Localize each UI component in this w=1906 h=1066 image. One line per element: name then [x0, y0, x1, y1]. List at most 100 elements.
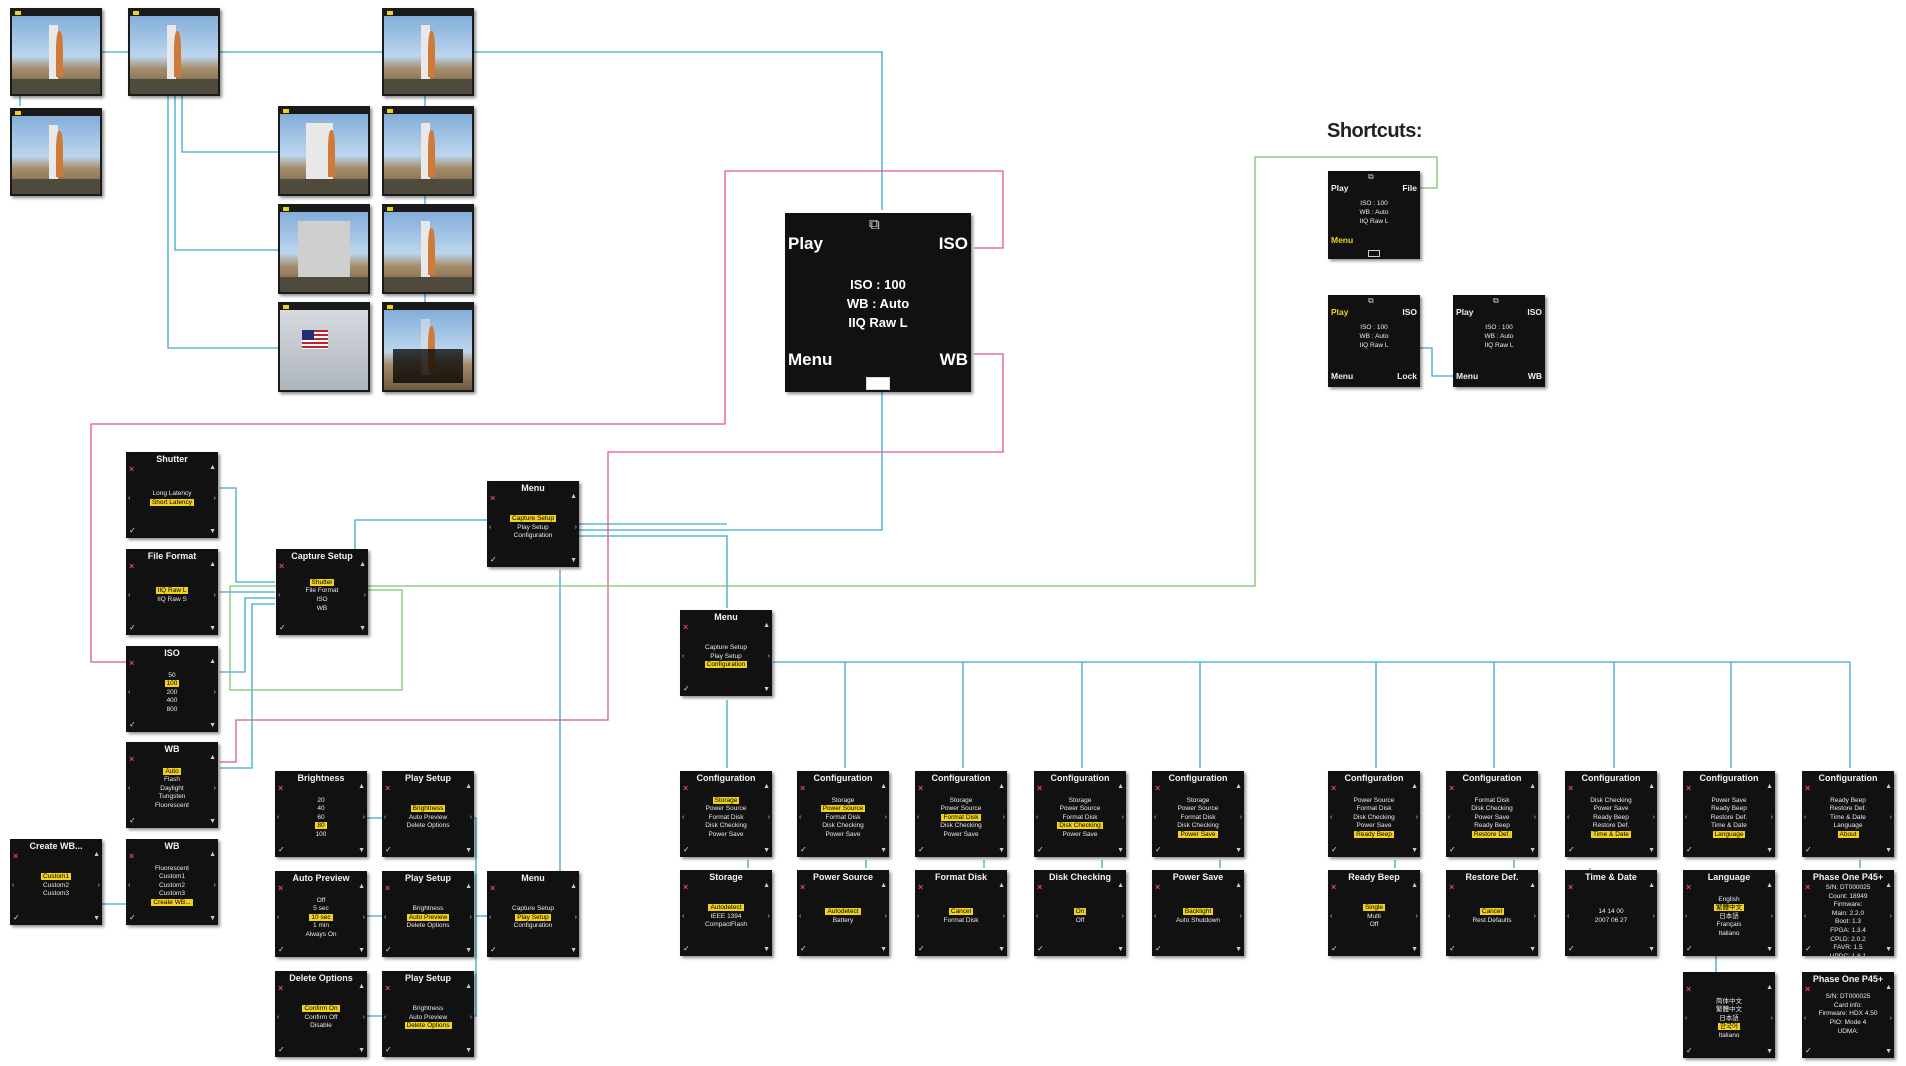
menu-item[interactable]: 200 — [132, 689, 212, 698]
menu-item[interactable]: Backlight — [1158, 908, 1238, 917]
forward-icon[interactable]: › — [1534, 913, 1536, 920]
forward-icon[interactable]: › — [470, 1014, 472, 1021]
forward-icon[interactable]: › — [1416, 913, 1418, 920]
menu-item[interactable]: Delete Options — [388, 922, 468, 931]
forward-icon[interactable]: › — [214, 592, 216, 599]
scroll-up-icon[interactable]: ▲ — [1235, 882, 1242, 889]
menu-item[interactable]: 繁體中文 — [1689, 904, 1769, 913]
menu-item[interactable]: About — [1808, 831, 1888, 840]
menu-item[interactable]: Format Disk — [1040, 814, 1120, 823]
menu-item[interactable]: Delete Options — [388, 822, 468, 831]
scroll-down-icon[interactable]: ▼ — [1766, 946, 1773, 953]
menu-item[interactable]: 5 sec — [281, 905, 361, 914]
menu-item[interactable]: 400 — [132, 697, 212, 706]
menu-softkey[interactable]: Menu — [788, 350, 832, 370]
photo-thumbnail-9[interactable] — [278, 302, 370, 392]
cancel-icon[interactable]: × — [385, 783, 390, 793]
confirm-icon[interactable]: ✓ — [129, 720, 136, 729]
menu-item[interactable]: Card info: — [1808, 1002, 1888, 1011]
menu-softkey[interactable]: Menu — [1456, 371, 1478, 381]
cancel-icon[interactable]: × — [385, 883, 390, 893]
confirm-icon[interactable]: ✓ — [1568, 944, 1575, 953]
confirm-icon[interactable]: ✓ — [385, 845, 392, 854]
forward-icon[interactable]: › — [214, 689, 216, 696]
menu-item[interactable]: IIQ Raw L — [132, 587, 212, 596]
scroll-down-icon[interactable]: ▼ — [465, 947, 472, 954]
cancel-icon[interactable]: × — [1449, 882, 1454, 892]
menu-item[interactable]: Configuration — [493, 532, 573, 541]
cancel-icon[interactable]: × — [1686, 783, 1691, 793]
scroll-down-icon[interactable]: ▼ — [763, 946, 770, 953]
menu-item[interactable]: On — [1040, 908, 1120, 917]
back-icon[interactable]: ‹ — [128, 785, 130, 792]
menu-item[interactable]: Fluorescent — [132, 802, 212, 811]
menu-item[interactable]: 한국어 — [1689, 1023, 1769, 1032]
cancel-icon[interactable]: × — [1037, 783, 1042, 793]
back-icon[interactable]: ‹ — [917, 814, 919, 821]
scroll-up-icon[interactable]: ▲ — [358, 783, 365, 790]
menu-item[interactable]: Create WB... — [132, 899, 212, 908]
scroll-down-icon[interactable]: ▼ — [359, 625, 366, 632]
forward-icon[interactable]: › — [470, 914, 472, 921]
forward-icon[interactable]: › — [1122, 913, 1124, 920]
menu-item[interactable]: Multi — [1334, 913, 1414, 922]
scroll-up-icon[interactable]: ▲ — [1117, 882, 1124, 889]
menu-item[interactable]: 40 — [281, 805, 361, 814]
menu-item[interactable]: FPGA: 1.3.4 — [1808, 927, 1888, 936]
menu-item[interactable]: Custom3 — [132, 890, 212, 899]
menu-item[interactable]: Battery — [803, 917, 883, 926]
cancel-icon[interactable]: × — [1568, 882, 1573, 892]
menu-item[interactable]: 100 — [132, 680, 212, 689]
menu-item[interactable]: S/N: DT000025 — [1808, 993, 1888, 1002]
back-icon[interactable]: ‹ — [384, 1014, 386, 1021]
menu-item[interactable]: Custom1 — [16, 873, 96, 882]
back-icon[interactable]: ‹ — [277, 814, 279, 821]
forward-icon[interactable]: › — [1771, 814, 1773, 821]
cancel-icon[interactable]: × — [490, 883, 495, 893]
menu-item[interactable]: Restore Def. — [1689, 814, 1769, 823]
menu-item[interactable]: Firmware: HDX 4.50 — [1808, 1010, 1888, 1019]
cancel-icon[interactable]: × — [129, 561, 134, 571]
forward-icon[interactable]: › — [768, 913, 770, 920]
scroll-up-icon[interactable]: ▲ — [465, 883, 472, 890]
cancel-icon[interactable]: × — [129, 754, 134, 764]
menu-item[interactable]: S/N: DT000025 — [1808, 884, 1888, 893]
scroll-down-icon[interactable]: ▼ — [880, 946, 887, 953]
forward-icon[interactable]: › — [214, 785, 216, 792]
scroll-down-icon[interactable]: ▼ — [1411, 946, 1418, 953]
back-icon[interactable]: ‹ — [278, 592, 280, 599]
menu-item[interactable]: 20 — [281, 797, 361, 806]
menu-item[interactable]: Disk Checking — [1158, 822, 1238, 831]
forward-icon[interactable]: › — [1003, 814, 1005, 821]
confirm-icon[interactable]: ✓ — [1449, 944, 1456, 953]
photo-thumbnail-1[interactable] — [10, 8, 102, 96]
menu-item[interactable]: Always On — [281, 931, 361, 940]
menu-item[interactable]: Format Disk — [686, 814, 766, 823]
scroll-up-icon[interactable]: ▲ — [209, 561, 216, 568]
menu-item[interactable]: Storage — [1158, 797, 1238, 806]
photo-thumbnail-3[interactable] — [382, 8, 474, 96]
menu-item[interactable]: Fluorescent — [132, 865, 212, 874]
forward-icon[interactable]: › — [575, 914, 577, 921]
scroll-up-icon[interactable]: ▲ — [1648, 882, 1655, 889]
menu-softkey[interactable]: Menu — [1331, 371, 1353, 381]
menu-item[interactable]: UPDC: 1.6.1 — [1808, 953, 1888, 956]
menu-item[interactable]: Count: 18949 — [1808, 893, 1888, 902]
back-icon[interactable]: ‹ — [1804, 913, 1806, 920]
scroll-down-icon[interactable]: ▼ — [1885, 1048, 1892, 1055]
scroll-up-icon[interactable]: ▲ — [1529, 882, 1536, 889]
menu-item[interactable]: Storage — [686, 797, 766, 806]
menu-item[interactable]: Format Disk — [1158, 814, 1238, 823]
back-icon[interactable]: ‹ — [1330, 913, 1332, 920]
menu-item[interactable]: Brightness — [388, 805, 468, 814]
cancel-icon[interactable]: × — [1331, 882, 1336, 892]
cancel-icon[interactable]: × — [918, 882, 923, 892]
play-softkey[interactable]: Play — [1331, 183, 1349, 193]
confirm-icon[interactable]: ✓ — [385, 1045, 392, 1054]
menu-item[interactable]: Play Setup — [493, 524, 573, 533]
photo-thumbnail-10[interactable] — [382, 302, 474, 392]
menu-softkey[interactable]: Menu — [1331, 235, 1353, 245]
scroll-up-icon[interactable]: ▲ — [1411, 882, 1418, 889]
menu-item[interactable]: Configuration — [493, 922, 573, 931]
forward-icon[interactable]: › — [214, 495, 216, 502]
